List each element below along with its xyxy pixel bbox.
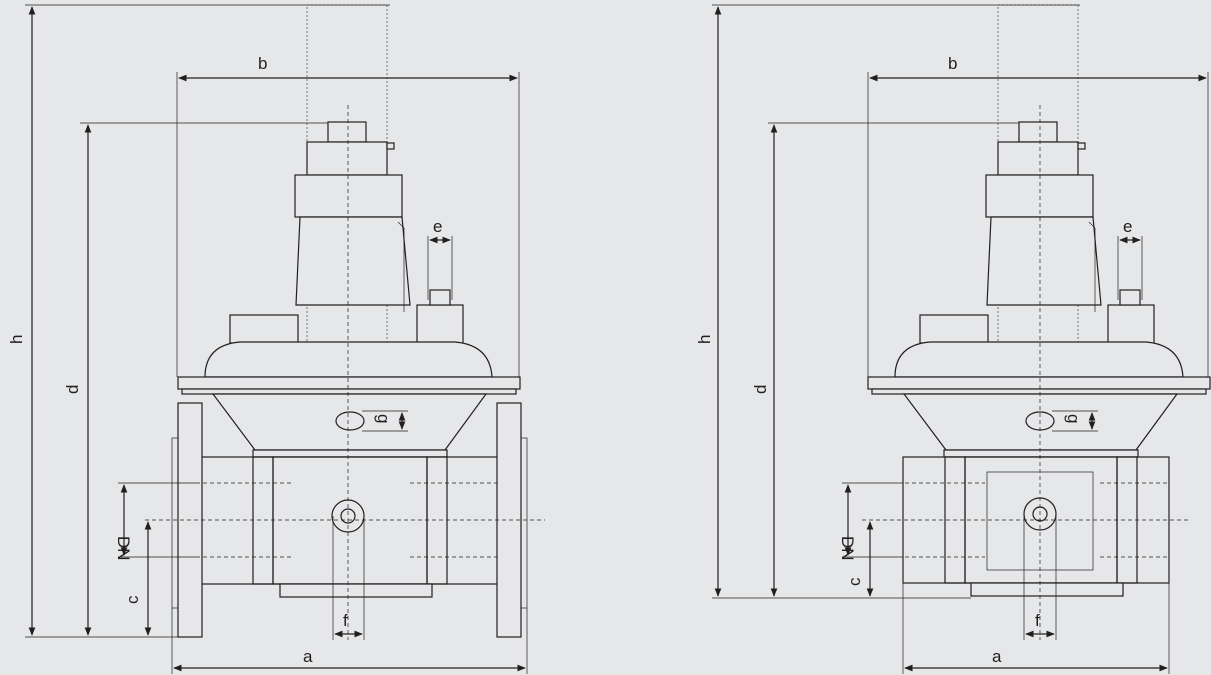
label-d: d <box>751 385 770 394</box>
label-c: c <box>123 595 142 604</box>
label-g: g <box>374 414 393 423</box>
right-valve-drawing <box>862 4 1211 640</box>
label-b: b <box>948 54 957 73</box>
right-dimensions <box>712 4 1209 674</box>
left-valve-drawing <box>145 4 545 640</box>
label-b: b <box>258 54 267 73</box>
label-e: e <box>1123 217 1132 236</box>
left-dimension-labels: b h d DN c a f e g <box>7 54 442 666</box>
label-dn: DN <box>114 536 133 561</box>
label-e: e <box>433 217 442 236</box>
label-a: a <box>303 647 313 666</box>
label-f: f <box>343 611 348 630</box>
label-dn: DN <box>838 536 857 561</box>
label-c: c <box>845 577 864 586</box>
label-g: g <box>1064 414 1083 423</box>
left-dimensions <box>25 4 528 674</box>
right-dimension-labels: b h d DN c a f e g <box>695 54 1132 666</box>
label-h: h <box>695 335 714 344</box>
label-a: a <box>992 647 1002 666</box>
label-f: f <box>1035 611 1040 630</box>
label-h: h <box>7 335 26 344</box>
label-d: d <box>63 385 82 394</box>
